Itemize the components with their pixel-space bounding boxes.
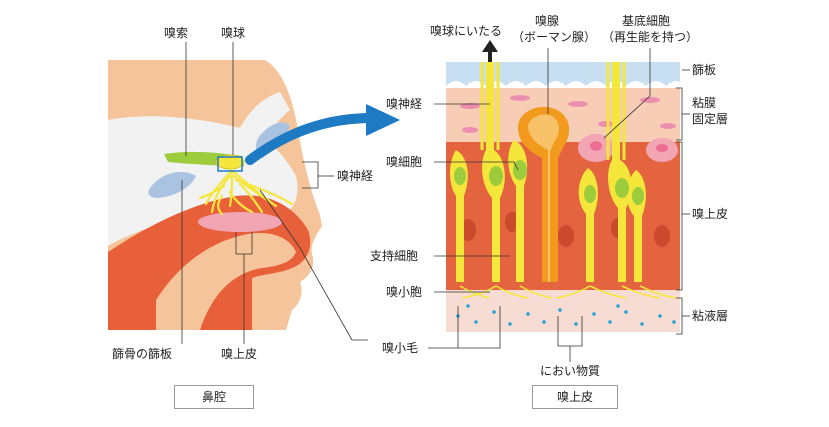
epithelium-illustration (446, 62, 680, 332)
cribriform-plate-layer (446, 62, 680, 86)
label-olfactory-tract: 嗅索 (164, 26, 189, 40)
label-ethmoid-plate: 篩骨の篩板 (112, 347, 173, 361)
label-olfactory-nerve-right: 嗅神経 (386, 97, 423, 111)
caption-nasal-cavity: 鼻腔 (174, 385, 254, 409)
olfactory-cell-nuclei (454, 160, 644, 205)
zoom-arrow (245, 113, 377, 165)
label-to-olfactory-bulb: 嗅球にいたる (430, 24, 503, 38)
olfactory-bulb-shape (215, 154, 245, 170)
to-bulb-arrow (482, 40, 498, 52)
layer-brackets (676, 69, 690, 335)
odorant-particles (456, 304, 676, 326)
zoom-indicator-box (217, 156, 243, 172)
skull-bone (108, 116, 298, 246)
nasal-cavity-illustration (108, 60, 322, 330)
label-lamina-propria-1: 粘膜 (692, 96, 717, 110)
olfactory-epithelium-patch (198, 212, 282, 232)
label-supporting-cell: 支持細胞 (370, 249, 419, 263)
label-bowman-gland-1: 嗅腺 (535, 14, 560, 28)
label-olfactory-vesicle: 嗅小胞 (386, 285, 423, 299)
label-olfactory-cilia: 嗅小毛 (382, 341, 419, 355)
label-olfactory-epithelium-left: 嗅上皮 (221, 347, 258, 361)
label-lamina-propria-2: 固定層 (692, 112, 729, 126)
label-odorant: におい物質 (540, 364, 601, 378)
nerve-bundles (480, 62, 626, 160)
label-olfactory-bulb: 嗅球 (221, 26, 246, 40)
label-cribriform-plate: 篩板 (692, 63, 717, 77)
label-mucus-layer: 粘液層 (692, 309, 729, 323)
label-olfactory-cell: 嗅細胞 (386, 155, 423, 169)
lamina-cells (460, 95, 676, 133)
label-olfactory-epithelium-right: 嗅上皮 (692, 207, 729, 221)
label-basal-cell-2: （再生能を持つ） (602, 30, 699, 44)
basal-cells (578, 134, 678, 162)
olfactory-cilia-lines (459, 285, 677, 299)
label-basal-cell-1: 基底細胞 (622, 14, 671, 28)
bowman-gland (518, 106, 570, 282)
nasal-turbinate-lower (148, 172, 196, 198)
epithelium-layer (446, 142, 680, 290)
label-olfactory-nerve-left: 嗅神経 (337, 169, 374, 183)
label-bowman-gland-2: （ボーマン腺） (512, 30, 597, 44)
caption-olfactory-epithelium: 嗅上皮 (532, 385, 618, 409)
